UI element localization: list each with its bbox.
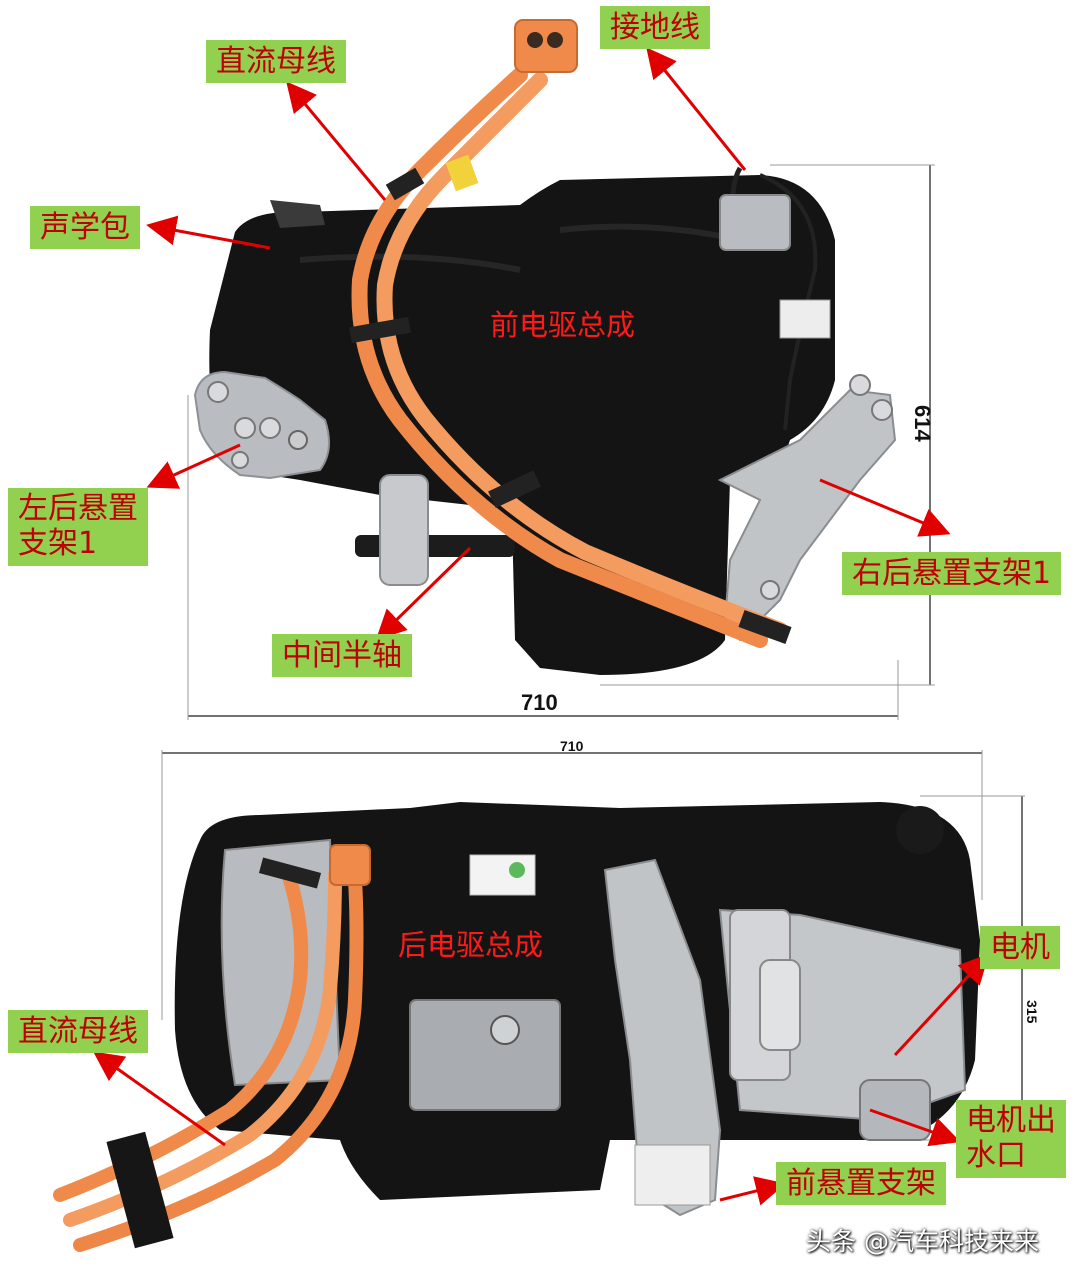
front-edrive-illustration [187,19,935,720]
watermark-text: 头条 @汽车科技来来 [806,1227,1039,1256]
callout-middle-half-shaft: 中间半轴 [272,634,412,678]
front-width-dimension: 710 [521,690,558,715]
callout-motor-outlet: 电机出 水口 [956,1100,1066,1178]
callout-dc-bus-rear: 直流母线 [8,1010,148,1054]
callout-motor-outlet-line2: 水口 [966,1137,1026,1173]
callout-motor-outlet-line1: 电机出 [966,1103,1056,1138]
rear-height-dimension: 315 [1024,1000,1040,1024]
callout-ground-wire: 接地线 [600,6,710,50]
front-height-dimension: 614 [910,405,935,442]
callout-dc-bus-front: 直流母线 [206,40,346,84]
rear-callout-arrows [93,953,990,1206]
callout-right-rear-mount: 右后悬置支架1 [842,552,1062,596]
front-callout-arrows [146,47,951,641]
callout-left-rear-mount-line1: 左后悬置 [18,491,138,526]
rear-width-dimension: 710 [560,738,584,754]
front-assembly-label: 前电驱总成 [490,308,636,342]
rear-assembly-label: 后电驱总成 [398,928,544,962]
callout-left-rear-mount-line2: 支架1 [18,525,98,561]
callout-acoustic-pack: 声学包 [30,206,140,250]
callout-left-rear-mount: 左后悬置 支架1 [8,488,148,566]
callout-front-mount: 前悬置支架 [776,1162,946,1206]
callout-motor: 电机 [980,926,1060,970]
